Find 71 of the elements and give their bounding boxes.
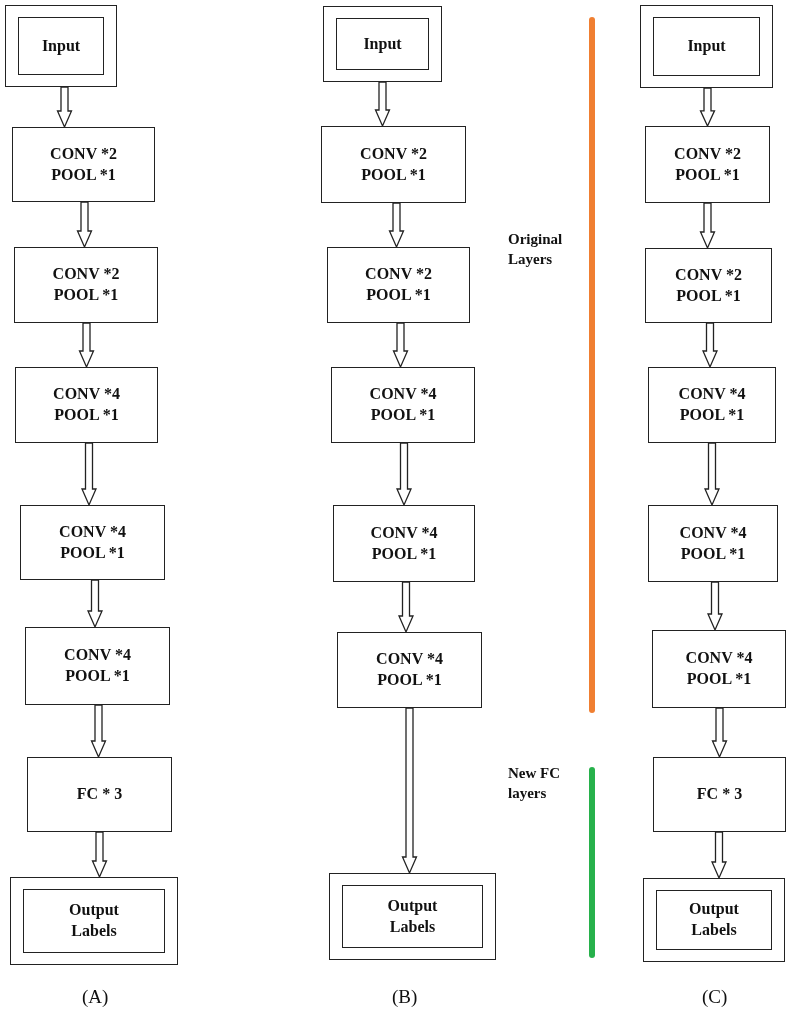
layer-box <box>327 247 470 323</box>
arrow <box>398 581 414 634</box>
terminal-box <box>329 873 496 960</box>
layer-box <box>645 126 770 203</box>
layer-box <box>648 505 778 582</box>
arrow <box>702 322 718 369</box>
panel-label: (A) <box>82 985 109 1009</box>
arrow <box>78 322 95 369</box>
arrow <box>87 579 103 629</box>
arrow <box>704 442 720 507</box>
terminal-box <box>640 5 773 88</box>
terminal-box <box>323 6 442 82</box>
side-label: Original Layers <box>508 230 564 269</box>
arrow <box>711 707 728 759</box>
layer-label: CONV *2 POOL *1 <box>674 264 743 306</box>
layer-label: Input <box>41 35 81 57</box>
layer-box <box>645 248 772 323</box>
layer-label: Output Labels <box>386 895 439 937</box>
side-label: New FC layers <box>508 764 562 803</box>
layer-label: Input <box>687 36 726 57</box>
layer-label: CONV *2 POOL *1 <box>49 143 118 185</box>
layer-box <box>12 127 155 202</box>
arrow <box>401 707 418 875</box>
layer-label: CONV *4 POOL *1 <box>684 648 754 689</box>
arrow <box>76 201 93 249</box>
arrow <box>699 202 716 250</box>
layer-box <box>321 126 466 203</box>
layer-box <box>337 632 482 708</box>
layer-label: CONV *4 POOL *1 <box>58 521 127 563</box>
layer-label: CONV *4 POOL *1 <box>375 649 444 690</box>
layer-box <box>25 627 170 705</box>
layer-label: Output Labels <box>688 899 740 940</box>
arrow <box>707 581 723 632</box>
arrow <box>91 831 108 879</box>
layer-box <box>653 757 786 832</box>
layer-label: Input <box>363 33 402 55</box>
arrow <box>90 704 107 759</box>
layer-box <box>27 757 172 832</box>
arrow <box>81 442 97 507</box>
layer-label: FC * 3 <box>696 784 743 805</box>
layer-label: CONV *4 POOL *1 <box>52 384 121 425</box>
layer-label: CONV *4 POOL *1 <box>63 645 132 686</box>
layer-box <box>15 367 158 443</box>
layer-label: CONV *2 POOL *1 <box>364 264 433 305</box>
layer-box <box>331 367 475 443</box>
layer-box <box>652 630 786 708</box>
layer-label: CONV *2 POOL *1 <box>51 264 121 305</box>
arrow <box>396 442 412 507</box>
layer-label: CONV *4 POOL *1 <box>678 522 748 564</box>
layer-label: CONV *2 POOL *1 <box>673 143 742 185</box>
terminal-box <box>643 878 785 962</box>
layer-label: CONV *4 POOL *1 <box>677 384 747 425</box>
layer-label: Output Labels <box>68 900 120 941</box>
layer-box <box>333 505 475 582</box>
layer-label: CONV *2 POOL *1 <box>359 143 428 185</box>
arrow <box>56 86 73 129</box>
arrow <box>699 87 716 128</box>
arrow <box>711 831 727 880</box>
arrow <box>374 81 391 128</box>
layer-box <box>20 505 165 580</box>
terminal-box <box>5 5 117 87</box>
layer-box <box>648 367 776 443</box>
arrow <box>388 202 405 249</box>
arrow <box>392 322 409 369</box>
layer-label: CONV *4 POOL *1 <box>369 522 439 564</box>
layer-label: FC * 3 <box>76 784 123 805</box>
panel-label: (C) <box>702 985 728 1009</box>
layer-label: CONV *4 POOL *1 <box>368 384 438 425</box>
panel-label: (B) <box>392 985 418 1009</box>
layer-box <box>14 247 158 323</box>
terminal-box <box>10 877 178 965</box>
